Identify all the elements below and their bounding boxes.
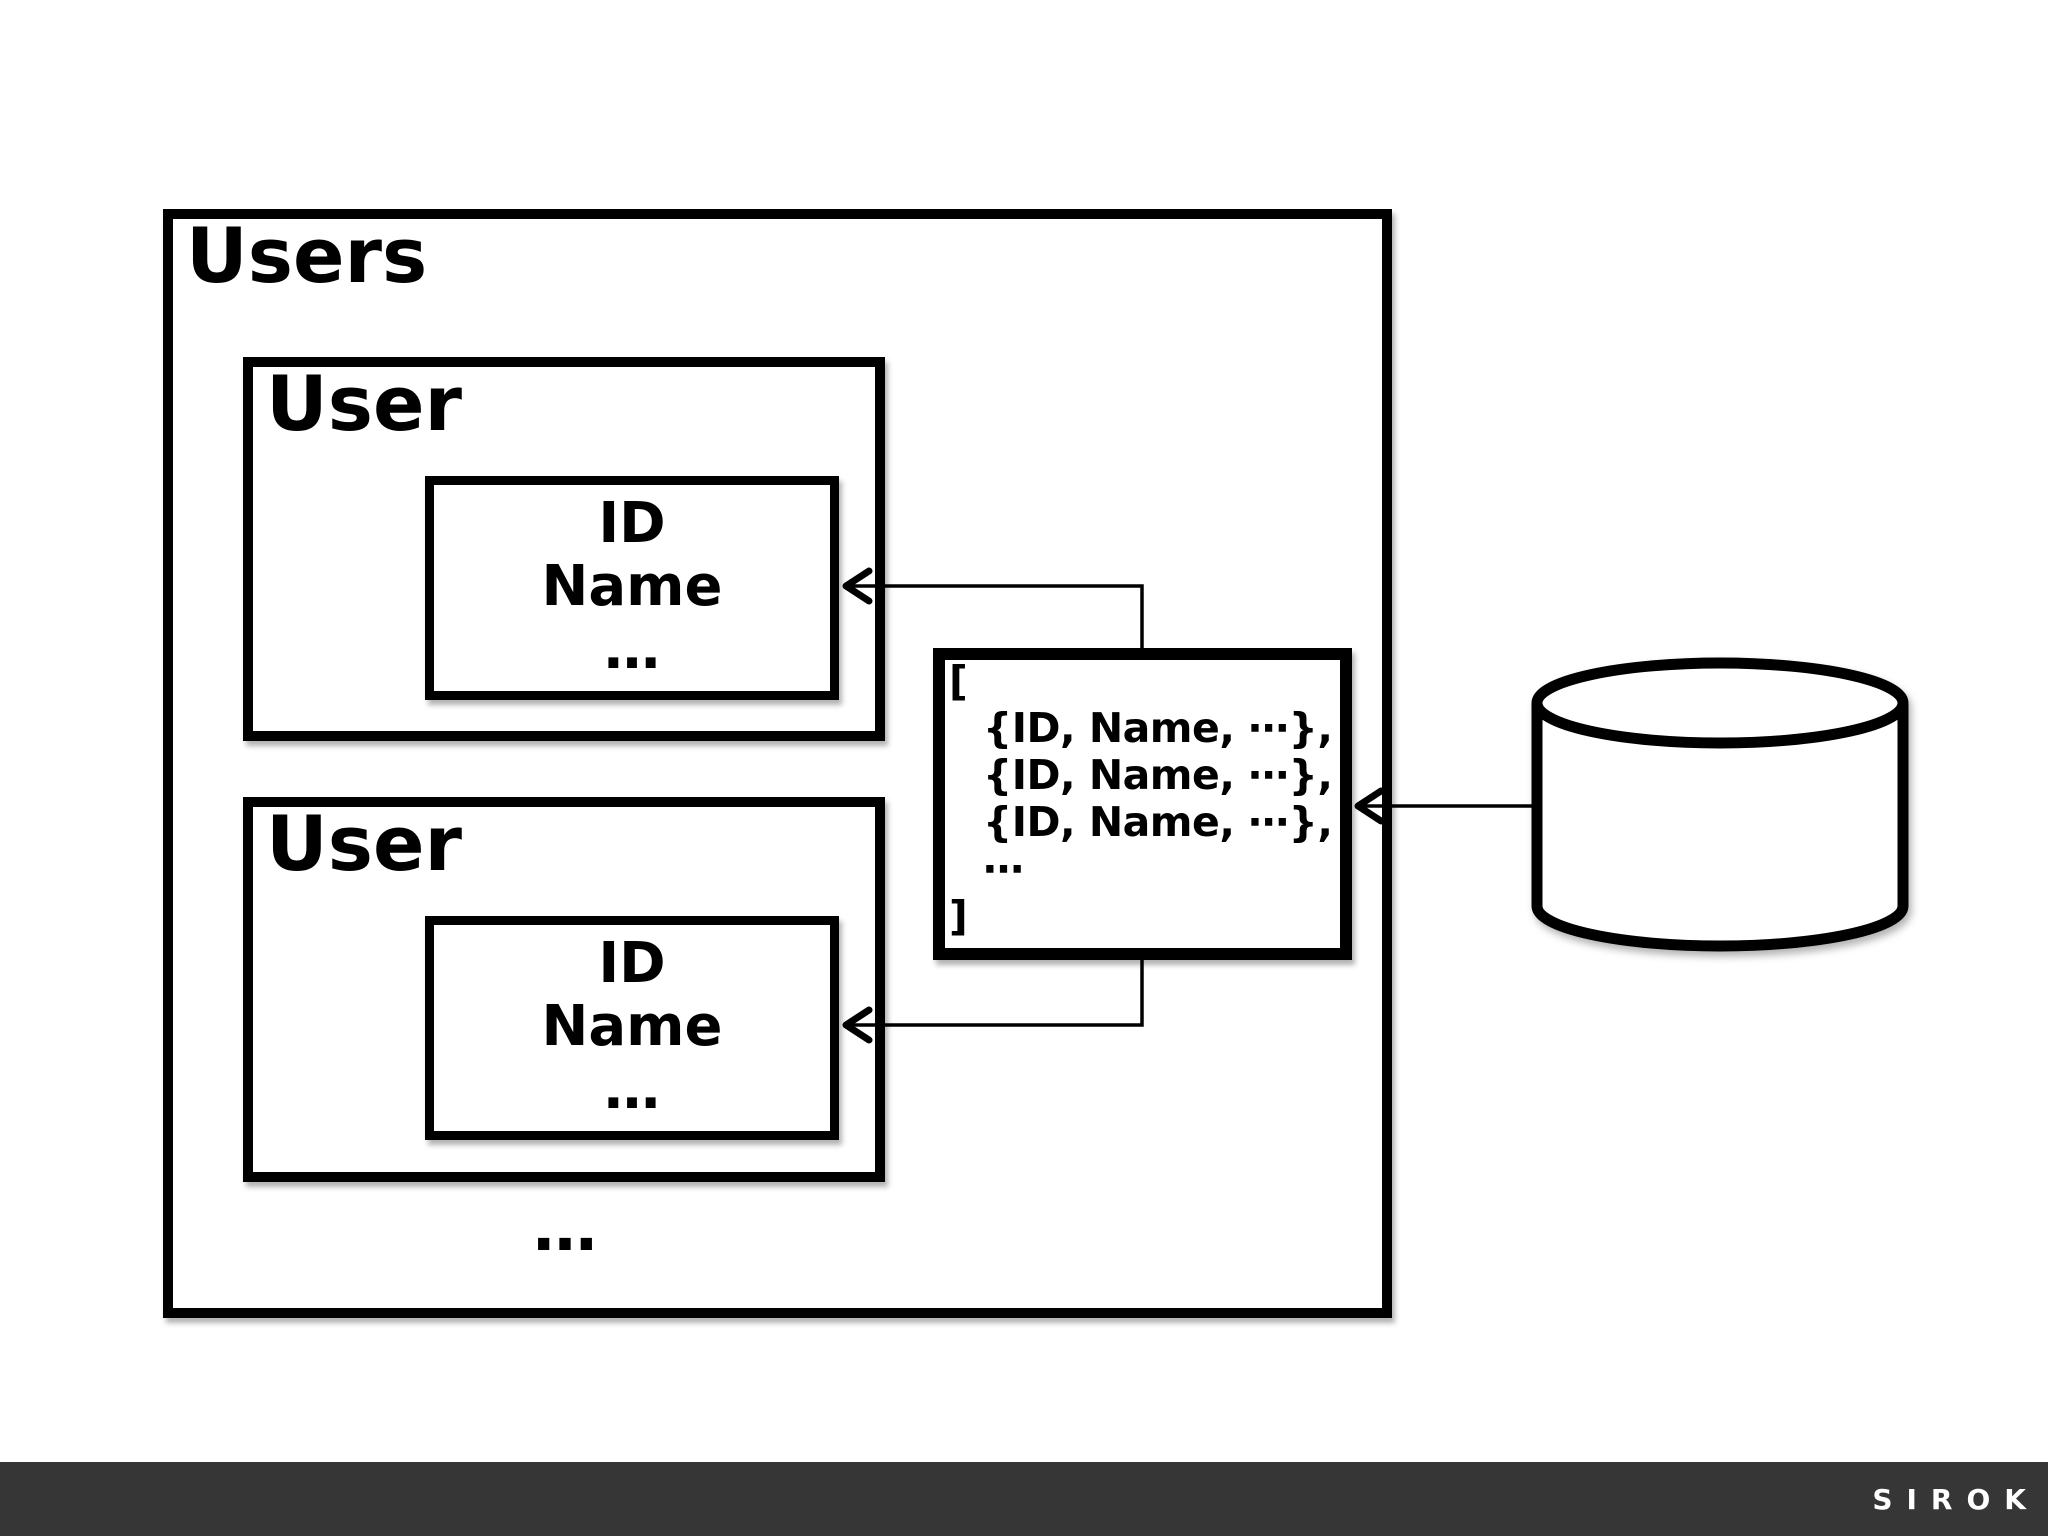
json-line-ellipsis: ⋯ bbox=[983, 845, 1024, 893]
record-field-ellipsis: … bbox=[604, 1057, 660, 1122]
user-record-fields-2: ID Name … bbox=[425, 932, 839, 1121]
record-field-id: ID bbox=[598, 931, 666, 996]
more-users-ellipsis: … bbox=[533, 1192, 597, 1266]
json-payload-text: [ {ID, Name, ⋯}, {ID, Name, ⋯}, {ID, Nam… bbox=[949, 658, 1339, 940]
brand-logo: SIROK bbox=[1872, 1482, 2040, 1516]
footer-bar: SIROK bbox=[0, 1462, 2048, 1536]
user-record-box-1 bbox=[425, 476, 839, 700]
user-card-1-title: User bbox=[266, 359, 462, 448]
user-record-box-2 bbox=[425, 916, 839, 1140]
record-field-id: ID bbox=[598, 491, 666, 556]
json-line-record: {ID, Name, ⋯}, bbox=[983, 704, 1333, 752]
json-line-record: {ID, Name, ⋯}, bbox=[983, 751, 1333, 799]
json-line-open-bracket: [ bbox=[949, 657, 968, 705]
database-cylinder-icon bbox=[1531, 657, 1909, 952]
json-payload-box bbox=[933, 648, 1352, 960]
record-field-name: Name bbox=[541, 554, 723, 619]
user-record-fields-1: ID Name … bbox=[425, 492, 839, 681]
json-line-close-bracket: ] bbox=[949, 892, 968, 940]
record-field-ellipsis: … bbox=[604, 617, 660, 682]
record-field-name: Name bbox=[541, 994, 723, 1059]
user-card-2-title: User bbox=[266, 799, 462, 888]
json-line-record: {ID, Name, ⋯}, bbox=[983, 798, 1333, 846]
users-container-title: Users bbox=[186, 211, 428, 300]
